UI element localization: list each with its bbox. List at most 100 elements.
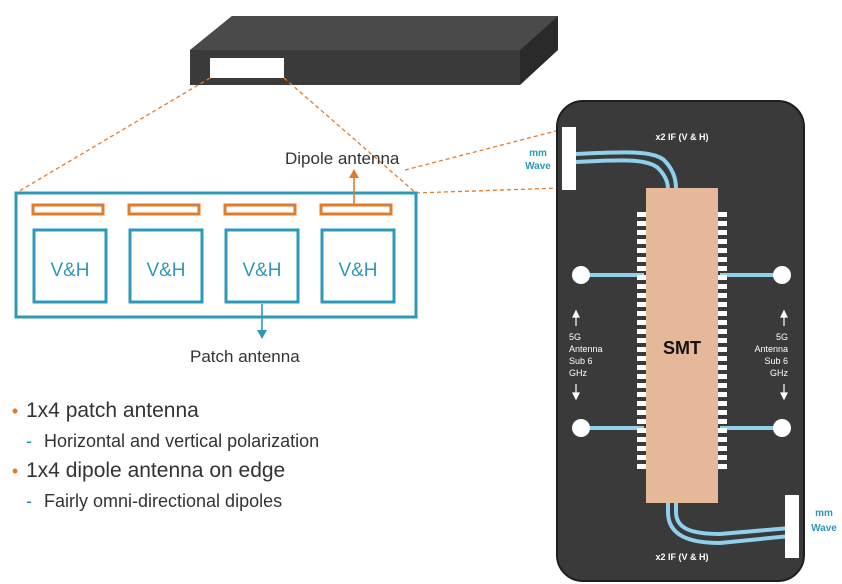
sub-bullet-item: - Horizontal and vertical polarization [4, 426, 474, 456]
smt-pin [718, 455, 727, 460]
smt-pin [718, 374, 727, 379]
smt-pin [637, 266, 646, 271]
smt-pin [718, 437, 727, 442]
smt-pin [718, 383, 727, 388]
smt-pin [718, 392, 727, 397]
smt-pin [718, 365, 727, 370]
smt-pin [718, 248, 727, 253]
smt-pin [637, 401, 646, 406]
dipole-antenna-label: Dipole antenna [285, 149, 400, 168]
smt-pin [637, 212, 646, 217]
smt-pin [637, 239, 646, 244]
smt-pin [718, 464, 727, 469]
patch-cell: V&H [32, 228, 108, 304]
smt-pin [718, 419, 727, 424]
bullet-text: 1x4 patch antenna [26, 399, 199, 422]
patch-label: V&H [338, 260, 377, 281]
smt-pin [637, 347, 646, 352]
dash-icon: - [26, 490, 32, 511]
mm-wave-antenna-left [562, 127, 576, 190]
smt-pin [718, 266, 727, 271]
smt-pin [718, 356, 727, 361]
smt-pin [718, 257, 727, 262]
svg-text:GHz: GHz [770, 368, 789, 378]
smt-pin [637, 428, 646, 433]
rf-traces [575, 150, 791, 546]
svg-text:GHz: GHz [569, 368, 588, 378]
bullet-item: • 1x4 patch antenna [4, 396, 474, 426]
antenna-board [14, 191, 418, 319]
dipole-elements [31, 203, 393, 216]
mm-wave-antenna-right [785, 495, 799, 558]
if-label-bottom: x2 IF (V & H) [655, 552, 708, 562]
dipole-element [319, 203, 393, 216]
smt-pin [637, 338, 646, 343]
smt-pin [718, 329, 727, 334]
smt-pin [718, 293, 727, 298]
phone: SMT x2 IF (V & H) x2 IF (V & H) mm Wave … [525, 100, 837, 582]
module-box [190, 16, 558, 85]
patch-cell: V&H [224, 228, 300, 304]
smt-pin [718, 275, 727, 280]
sub-bullet-item: - Fairly omni-directional dipoles [4, 486, 474, 516]
mm-wave-label-right: Wave [811, 523, 837, 534]
smt-pin [637, 302, 646, 307]
sub-bullet-text: Horizontal and vertical polarization [44, 430, 320, 451]
mm-wave-label-left: mm [529, 148, 547, 159]
smt-pin [718, 320, 727, 325]
bullet-list: • 1x4 patch antenna - Horizontal and ver… [4, 396, 474, 516]
mm-wave-label-right: mm [815, 508, 833, 519]
sub6-antenna-node [773, 419, 791, 437]
smt-pin [637, 311, 646, 316]
smt-pin [718, 446, 727, 451]
smt-pin [637, 383, 646, 388]
patch-label: V&H [146, 260, 185, 281]
sub6-antenna-node [773, 266, 791, 284]
smt-pin [637, 329, 646, 334]
patch-elements: V&H V&H V&H V&H [32, 228, 396, 304]
bullet-item: • 1x4 dipole antenna on edge [4, 456, 474, 486]
smt-pin [637, 221, 646, 226]
patch-callout: Patch antenna [190, 304, 300, 366]
smt-pin [637, 464, 646, 469]
smt-pin [637, 455, 646, 460]
dipole-element [31, 203, 105, 216]
dipole-element [223, 203, 297, 216]
smt-pin [718, 401, 727, 406]
smt-pin [637, 284, 646, 289]
smt-pins [637, 212, 727, 469]
patch-cell: V&H [320, 228, 396, 304]
projection-lines [15, 77, 561, 194]
patch-label: V&H [242, 260, 281, 281]
if-label-top: x2 IF (V & H) [655, 132, 708, 142]
dipole-callout: Dipole antenna [285, 149, 400, 204]
sub6-label-right: 5G Antenna Sub 6 GHz [754, 332, 788, 378]
svg-text:Antenna: Antenna [754, 344, 788, 354]
bullet-dot-icon: • [11, 460, 19, 481]
sub6-arrows [572, 309, 788, 401]
svg-text:Sub 6: Sub 6 [764, 356, 788, 366]
smt-label: SMT [663, 338, 701, 358]
smt-pin [637, 410, 646, 415]
smt-pin [637, 446, 646, 451]
smt-pin [718, 338, 727, 343]
smt-pin [637, 419, 646, 424]
sub6-antenna-node [572, 266, 590, 284]
smt-pin [637, 257, 646, 262]
smt-pin [637, 437, 646, 442]
smt-pin [718, 410, 727, 415]
smt-pin [637, 374, 646, 379]
smt-pin [718, 221, 727, 226]
mm-wave-label-left: Wave [525, 161, 551, 172]
smt-pin [718, 284, 727, 289]
smt-pin [637, 392, 646, 397]
smt-pin [637, 275, 646, 280]
smt-pin [718, 428, 727, 433]
smt-pin [637, 365, 646, 370]
sub6-label-left: 5G Antenna Sub 6 GHz [569, 332, 603, 378]
patch-label: V&H [50, 260, 89, 281]
patch-cell: V&H [128, 228, 204, 304]
smt-pin [718, 311, 727, 316]
bullet-dot-icon: • [11, 400, 19, 421]
sub6-antenna-node [572, 419, 590, 437]
